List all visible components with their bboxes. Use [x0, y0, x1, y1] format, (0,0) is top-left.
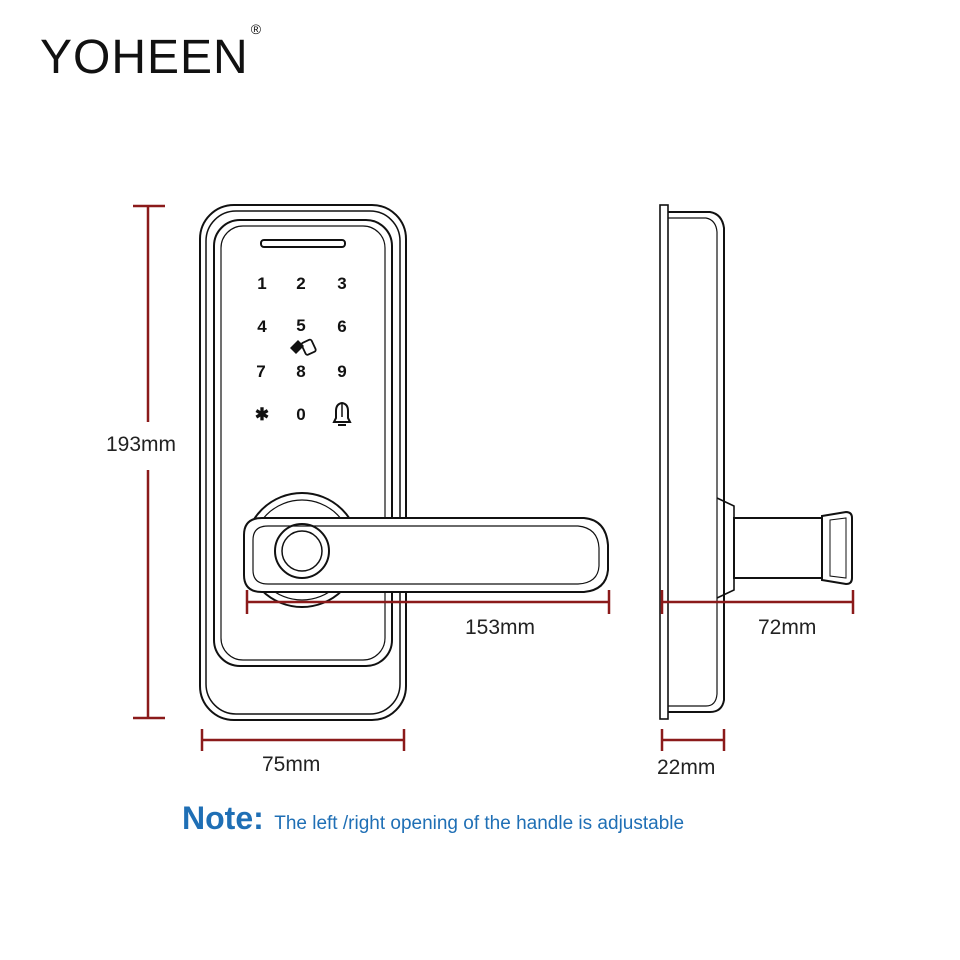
keypad: 1 2 3 4 5 6 7 8 9 ✱ 0: [255, 274, 347, 424]
height-label: 193mm: [106, 433, 177, 456]
depth-dimension-line: [660, 590, 855, 614]
side-handle-tip: [821, 510, 853, 586]
note-text: The left /right opening of the handle is…: [274, 813, 685, 834]
note: Note: The left /right opening of the han…: [182, 800, 684, 837]
brand-name: YOHEEN: [40, 31, 249, 84]
key-4: 4: [257, 317, 267, 336]
key-6: 6: [337, 317, 346, 336]
front-panel-inset: [220, 225, 386, 661]
handle-lever-inset: [252, 525, 600, 585]
key-5: 5: [296, 316, 305, 335]
key-3: 3: [337, 274, 346, 293]
side-handle-shaft: [733, 517, 823, 579]
thickness-label: 22mm: [657, 756, 716, 779]
card-reader-icon: [290, 338, 317, 356]
front-panel: [213, 219, 393, 667]
dimension-lines: [133, 204, 855, 751]
key-7: 7: [256, 362, 265, 381]
side-handle-tip-inset: [829, 517, 847, 579]
note-label: Note:: [182, 800, 264, 836]
thickness-dimension-line: [660, 729, 726, 751]
side-faceplate: [659, 204, 669, 720]
front-view: [199, 204, 609, 721]
height-dimension-line: [133, 204, 165, 720]
indicator-bar: [260, 239, 346, 248]
handle-length-label: 153mm: [465, 616, 536, 639]
fingerprint-sensor-ring: [274, 523, 330, 579]
handle-length-dimension-line: [245, 590, 611, 614]
key-0: 0: [296, 405, 305, 424]
handle-lever: [243, 517, 609, 593]
front-outer-inset: [205, 210, 401, 715]
side-handle-base: [716, 497, 735, 599]
fingerprint-sensor: [281, 530, 323, 572]
key-8: 8: [296, 362, 305, 381]
registered-mark: ®: [250, 21, 263, 37]
depth-label: 72mm: [758, 616, 817, 639]
side-body: [668, 211, 725, 713]
front-outer-body: [199, 204, 407, 721]
doorbell-icon: [332, 401, 352, 426]
key-1: 1: [257, 274, 266, 293]
width-dimension-line: [200, 729, 406, 751]
side-body-inset: [668, 217, 718, 707]
key-2: 2: [296, 274, 305, 293]
key-9: 9: [337, 362, 346, 381]
width-label: 75mm: [262, 753, 321, 776]
brand-logo: YOHEEN®: [40, 22, 262, 84]
side-view: [659, 204, 853, 720]
key-star: ✱: [255, 405, 269, 424]
